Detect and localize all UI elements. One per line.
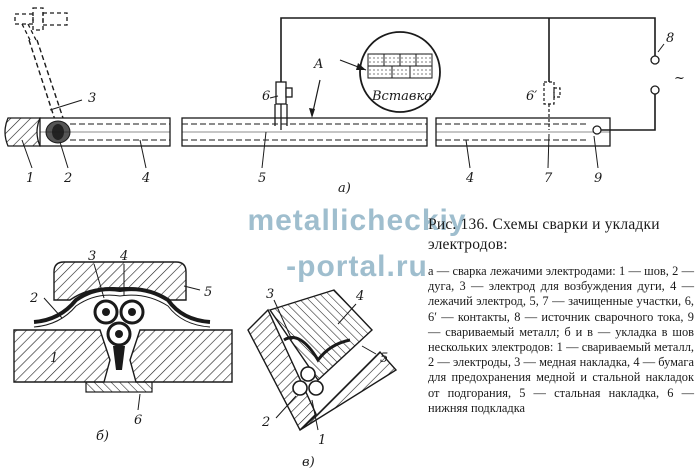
sublabel-v: в) <box>302 455 315 470</box>
steel-overlay-v <box>268 289 373 382</box>
base-plate-left-v <box>247 308 317 432</box>
inset-circle: Вставка <box>339 31 441 113</box>
diagram-a: ~ Вставка A <box>4 7 685 196</box>
watermark-line-2: -portal.ru <box>286 250 428 283</box>
label-v-1: 1 <box>318 433 326 448</box>
watermark: metallicheckiy -portal.ru <box>212 198 502 290</box>
leader-lines-b <box>43 263 201 411</box>
label-v-5: 5 <box>380 351 388 366</box>
sublabel-a: а) <box>338 181 351 196</box>
label-b-2: 2 <box>29 291 38 306</box>
label-b-4: 4 <box>119 249 128 264</box>
label-v-2: 2 <box>261 415 270 430</box>
label-a-6prime: 6′ <box>526 89 537 104</box>
steel-overlay <box>53 261 187 301</box>
diagram-v: 3 4 5 2 1 в) <box>247 287 398 470</box>
figure-caption: Рис. 136. Схемы сварки и укладки электро… <box>428 215 694 255</box>
base-metal-right-b <box>129 329 233 383</box>
leader-lines-v <box>273 299 377 431</box>
watermark-line-1: metallicheckiy <box>247 204 467 237</box>
label-a-5: 5 <box>258 171 266 186</box>
label-a-2: 2 <box>63 171 72 186</box>
label-a-6: 6 <box>262 89 270 104</box>
sublabel-b: б) <box>96 429 109 444</box>
copper-overlay <box>33 287 211 324</box>
label-a-7: 7 <box>544 171 553 186</box>
power-terminals <box>650 55 660 95</box>
electrodes-v <box>292 366 324 396</box>
label-b-5: 5 <box>204 285 212 300</box>
label-a-4b: 4 <box>465 171 474 186</box>
label-b-1: 1 <box>50 351 58 366</box>
label-a-9: 9 <box>594 171 602 186</box>
label-a-8: 8 <box>666 31 674 46</box>
label-v-4: 4 <box>355 289 364 304</box>
electrode-holder <box>14 7 68 41</box>
caption-title: Рис. 136. Схемы сварки и укладки электро… <box>428 216 660 253</box>
label-a-4: 4 <box>141 171 150 186</box>
label-a-3: 3 <box>88 91 96 106</box>
base-metal-right <box>435 117 611 147</box>
base-metal-left-b <box>13 329 111 383</box>
label-v-3: 3 <box>266 287 274 302</box>
bottom-backing <box>85 381 153 393</box>
paper-layer <box>33 294 211 328</box>
inset-label: Вставка <box>371 89 432 104</box>
label-b-3: 3 <box>88 249 96 264</box>
base-metal-middle <box>181 117 428 147</box>
label-b-6: 6 <box>134 413 142 428</box>
circuit-wires <box>280 17 656 131</box>
base-metal-left <box>4 117 171 147</box>
leader-lines-a <box>21 43 665 169</box>
diagram-b: 2 3 4 5 1 6 б) <box>13 249 233 444</box>
caption-legend: а — сварка лежачими электродами: 1 — шов… <box>428 264 694 415</box>
inset-pointer-a: A <box>313 57 323 72</box>
base-plate-right-v <box>299 350 398 431</box>
arc-starting-electrode <box>28 39 64 121</box>
label-a-1: 1 <box>26 171 34 186</box>
ac-symbol: ~ <box>674 71 685 86</box>
